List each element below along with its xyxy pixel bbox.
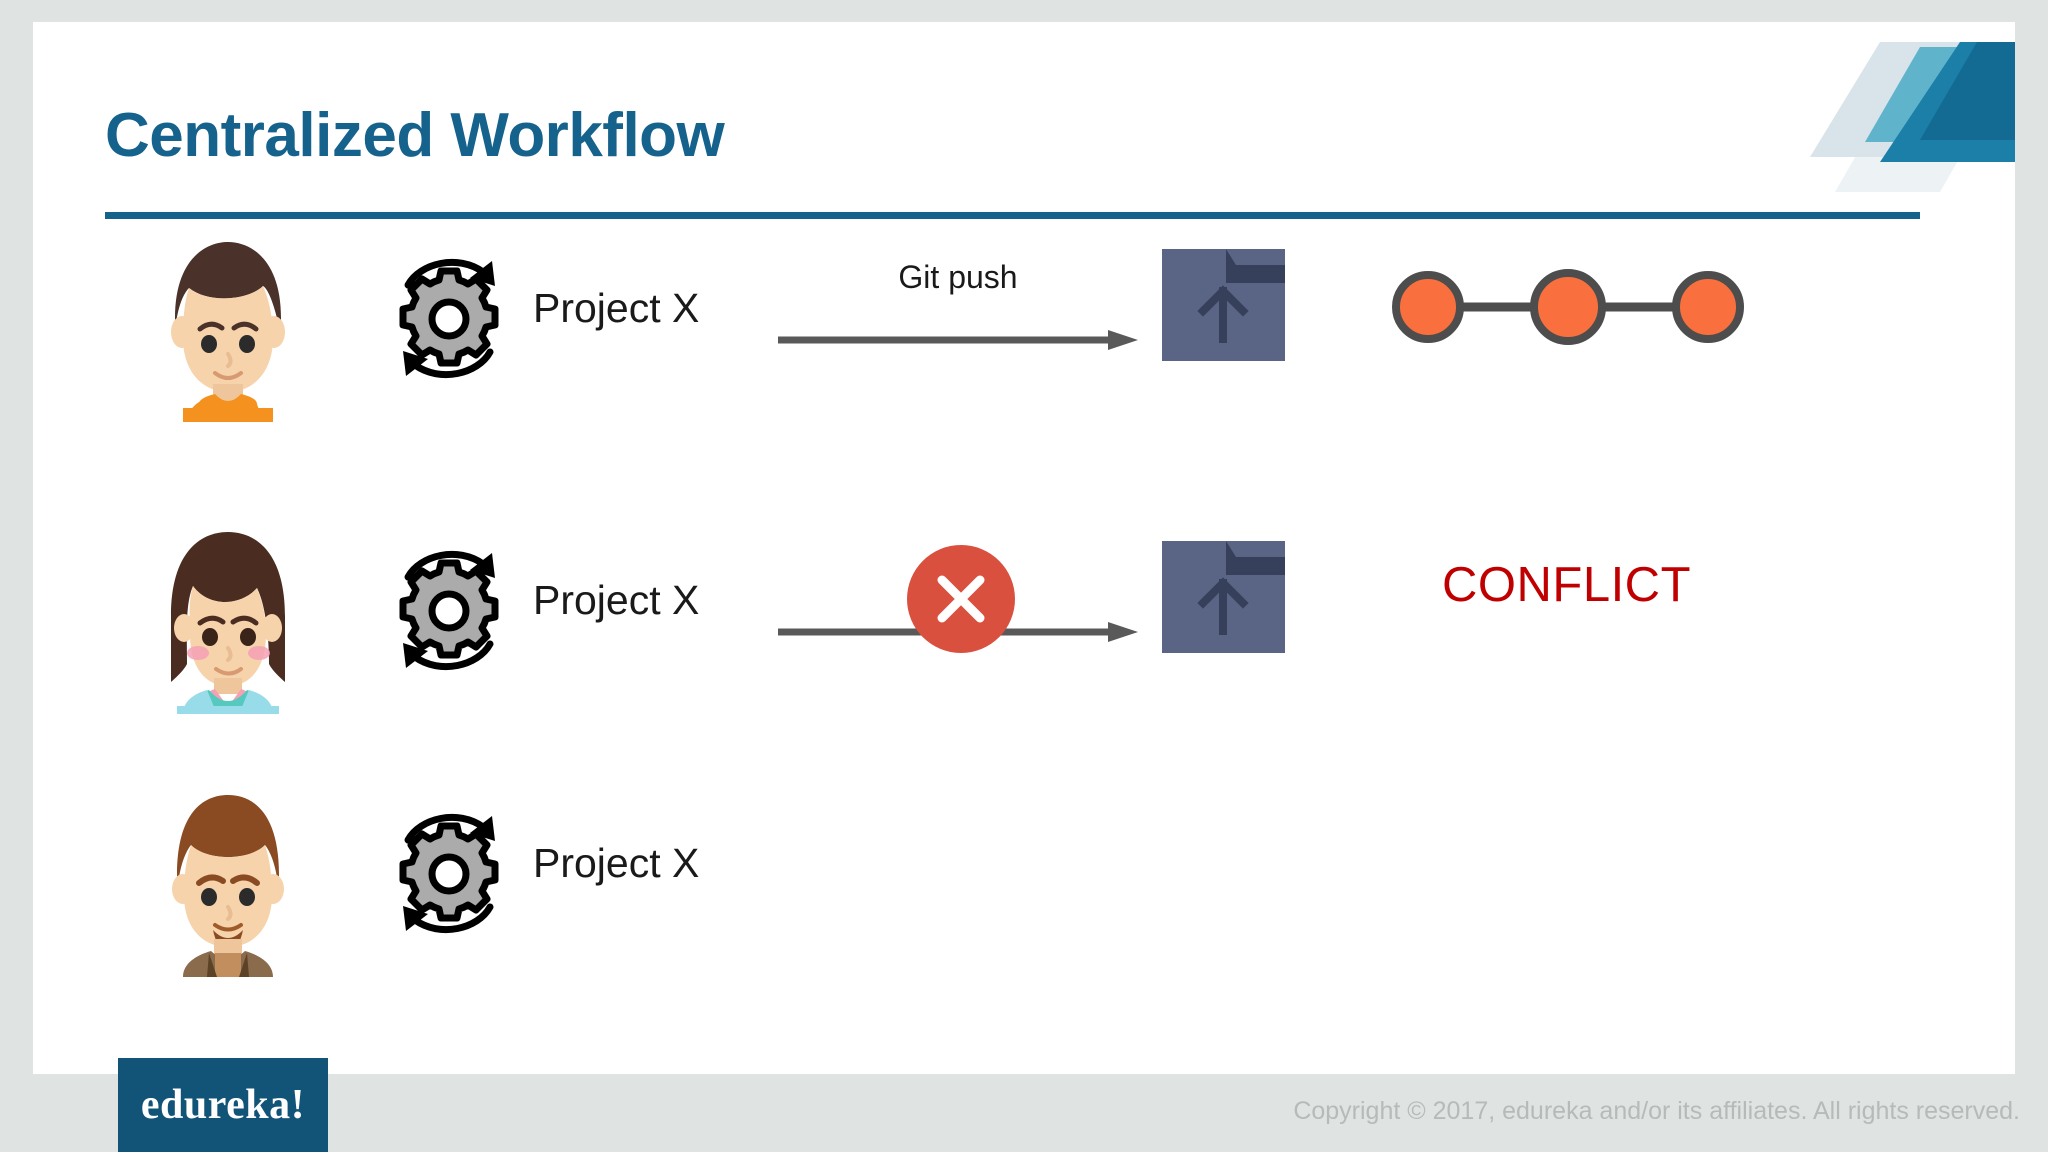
copyright-notice: Copyright © 2017, edureka and/or its aff… — [1293, 1097, 2020, 1125]
status-badge: CONFLICT — [1442, 558, 1691, 612]
title-underline — [105, 212, 1920, 219]
arrow-line — [778, 329, 1138, 351]
gear-refresh-icon — [388, 543, 510, 678]
avatar-male-orange — [153, 232, 303, 422]
avatar-male-beard — [153, 787, 303, 977]
remote-repository-folder — [1156, 535, 1291, 665]
gear-refresh-icon — [388, 806, 510, 941]
workflow-row: Project X CONFLICT — [33, 519, 2015, 729]
project-label: Project X — [533, 840, 700, 886]
gear-refresh-icon — [388, 251, 510, 386]
commit-chain — [1388, 262, 1748, 352]
project-label: Project X — [533, 285, 700, 331]
page-title: Centralized Workflow — [105, 101, 725, 170]
workflow-row: Project X Git push — [33, 227, 2015, 437]
project-label: Project X — [533, 577, 700, 623]
edureka-logo-text: edureka! — [140, 1082, 306, 1128]
remote-repository-folder — [1156, 243, 1291, 373]
workflow-row: Project X — [33, 782, 2015, 992]
conflict-x-badge — [906, 544, 1016, 654]
avatar-female-blue — [153, 524, 303, 714]
arrow-label: Git push — [898, 259, 1018, 295]
corner-bands-decoration — [1715, 22, 2015, 202]
slide-canvas: Centralized Workflow — [33, 22, 2015, 1074]
git-push-arrow: Git push — [778, 259, 1138, 377]
footer-band — [0, 1074, 2048, 1152]
edureka-logo[interactable]: edureka! — [118, 1058, 328, 1152]
